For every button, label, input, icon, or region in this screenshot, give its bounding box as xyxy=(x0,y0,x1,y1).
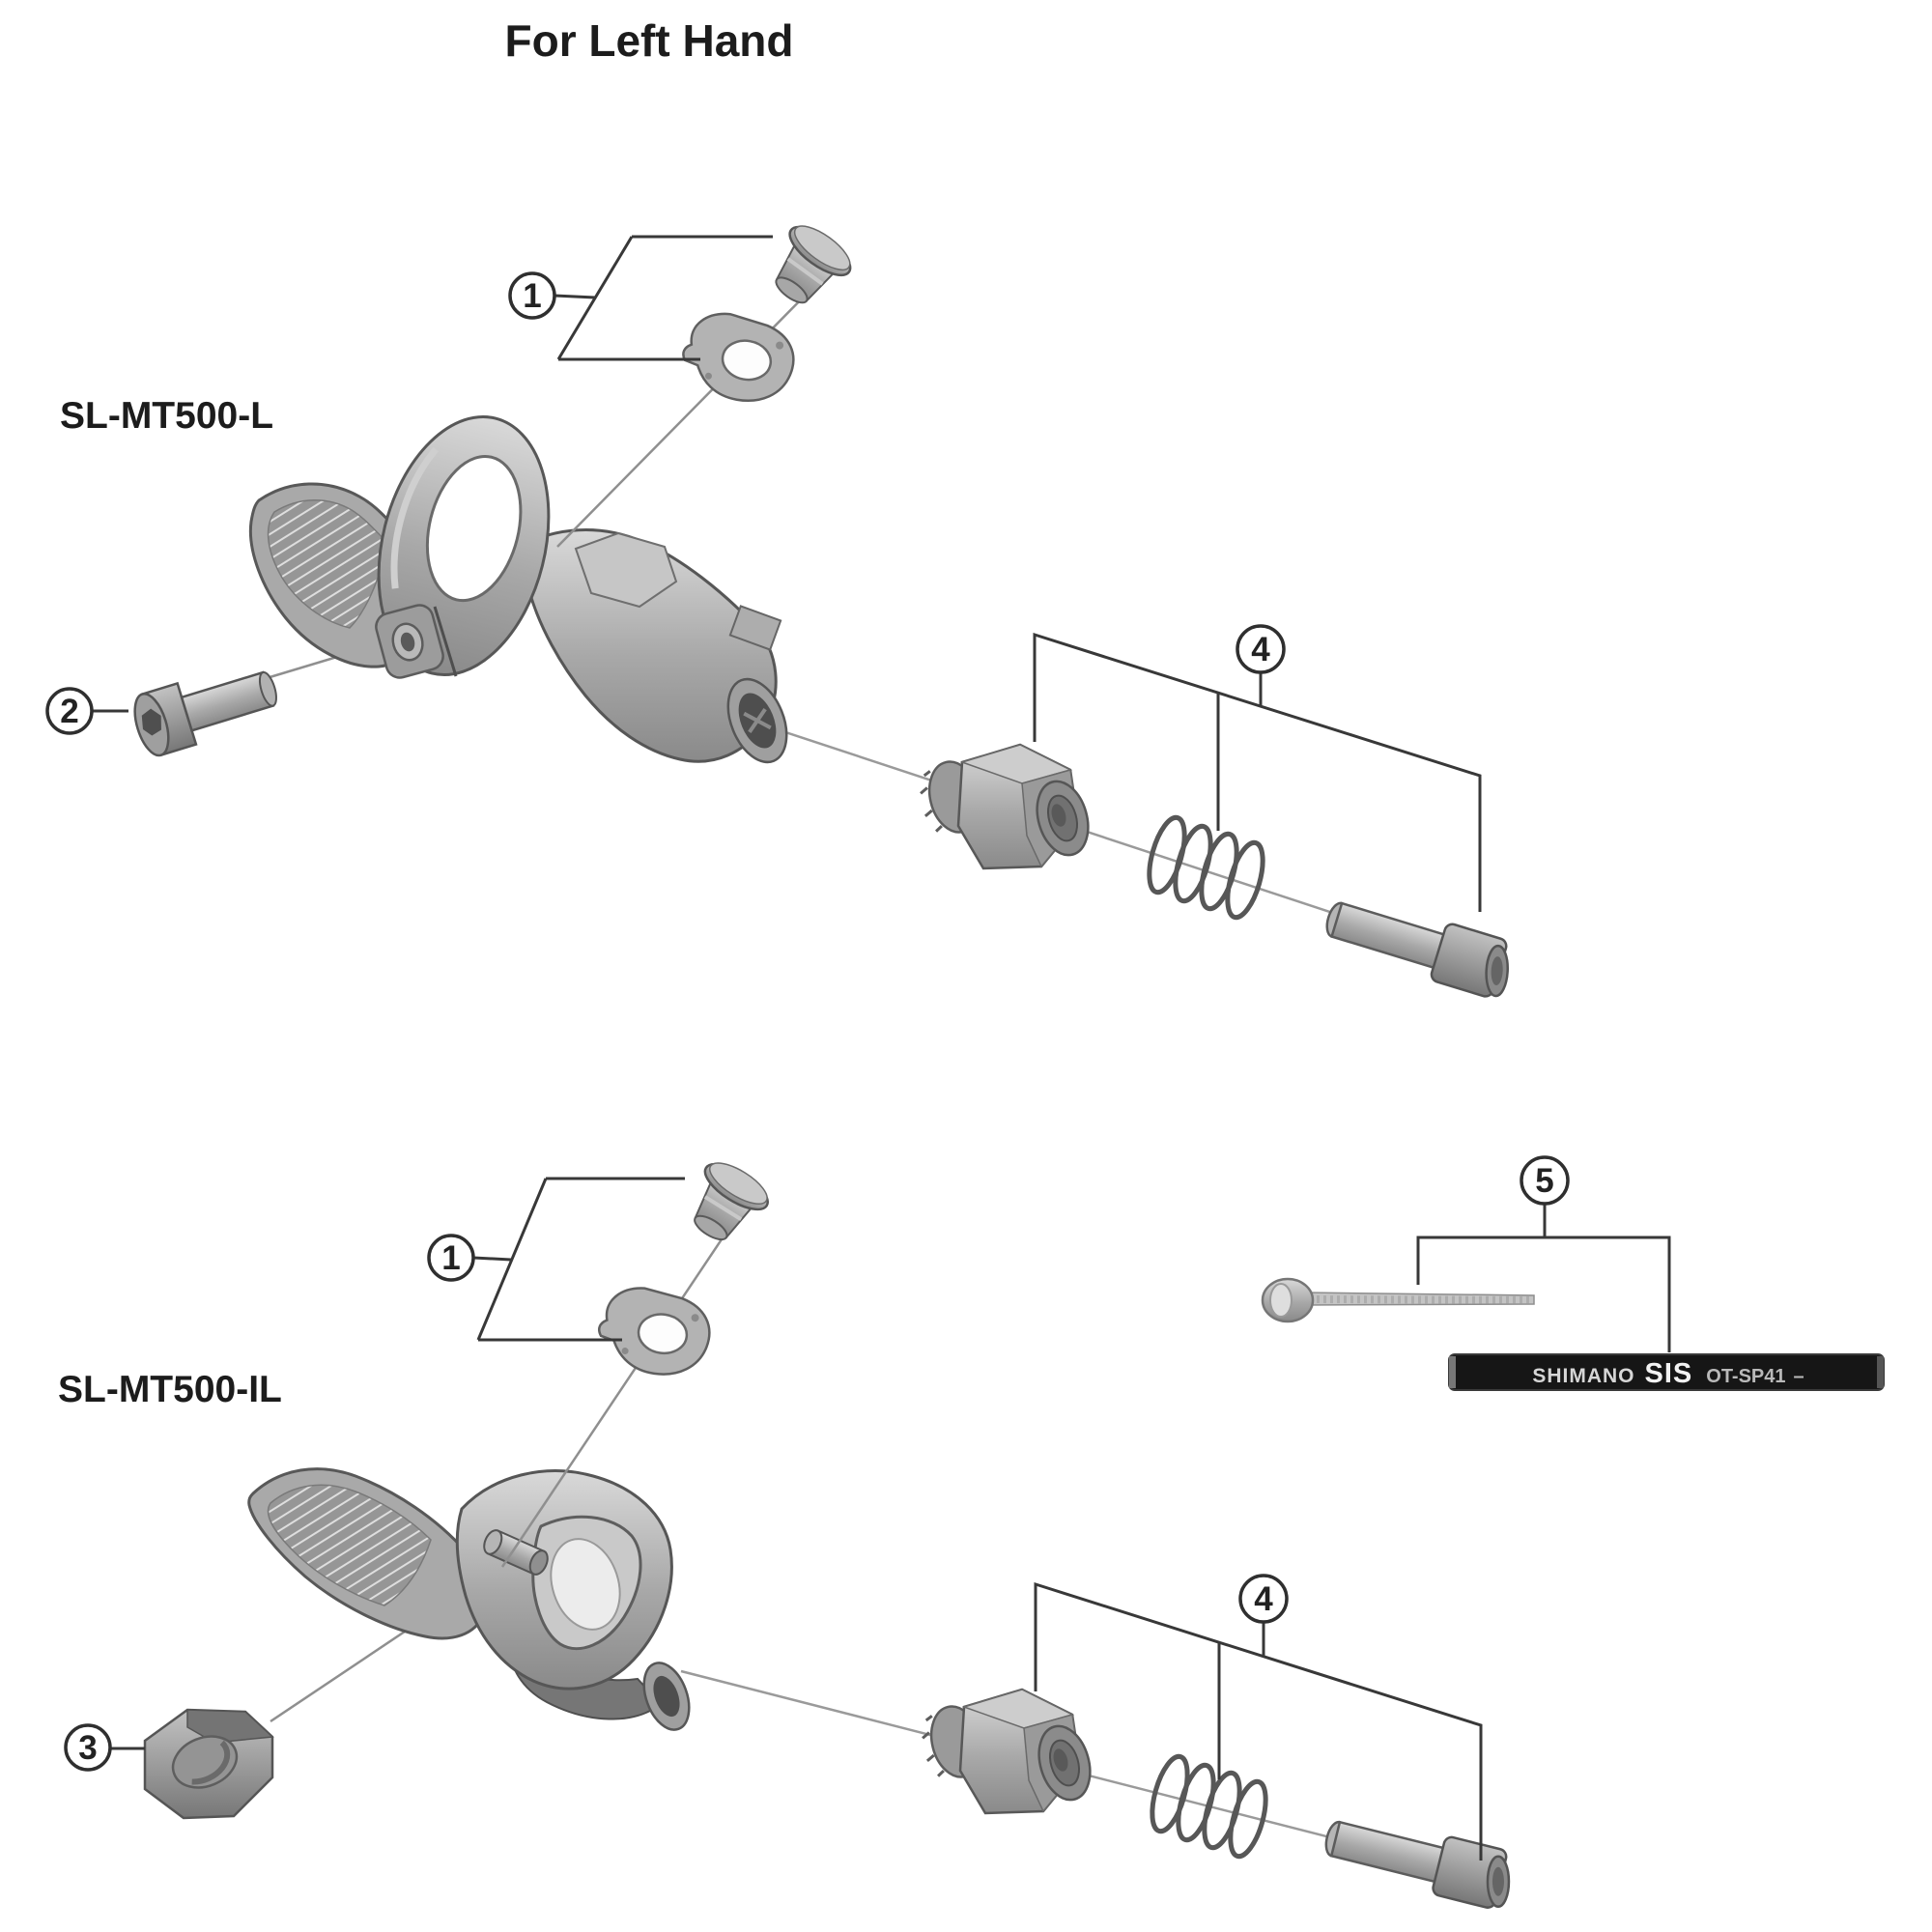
shifter-body-lower xyxy=(455,1469,691,1731)
axis-line-cover-upper xyxy=(556,285,815,548)
callout-4-upper-number: 4 xyxy=(1251,631,1270,668)
callout-5: 5 xyxy=(1520,1155,1570,1206)
bracket-group1-lower xyxy=(472,1177,685,1342)
casing-end-left xyxy=(1449,1356,1456,1388)
body-tab-upper xyxy=(728,605,782,651)
bracket-group1-upper xyxy=(554,235,773,361)
outer-casing: SHIMANO SIS OT-SP41– xyxy=(1448,1353,1885,1391)
callout-3: 3 xyxy=(64,1723,112,1772)
bracket-cable-set xyxy=(1416,1205,1671,1352)
callout-1-lower-number: 1 xyxy=(441,1239,460,1277)
callout-2-number: 2 xyxy=(60,693,78,730)
cable-set: SHIMANO SIS OT-SP41– 5 xyxy=(1261,1155,1885,1391)
clamp-bolt xyxy=(133,670,277,757)
axis-line-cover-lower xyxy=(500,1224,733,1568)
shift-lever-lower xyxy=(247,1467,488,1640)
upper-assembly: 1 2 4 xyxy=(45,216,1523,1004)
body-top-hex-upper xyxy=(574,531,678,609)
cover-bolt-lower xyxy=(674,1151,778,1256)
cover-bolt-upper xyxy=(758,216,859,317)
casing-print: SHIMANO SIS OT-SP41– xyxy=(1532,1358,1804,1389)
lever-grip-texture-upper xyxy=(267,499,389,629)
callout-4-upper: 4 xyxy=(1236,624,1286,674)
cable-exit-lower xyxy=(642,1662,691,1731)
model-label-upper: SL-MT500-L xyxy=(60,395,273,437)
lever-pivot-pin-lower xyxy=(483,1529,549,1576)
cable-end-piece-upper xyxy=(1318,887,1523,1004)
adjuster-spring-upper xyxy=(1143,813,1270,921)
lever-grip-texture-lower xyxy=(267,1484,432,1606)
callout-1-upper: 1 xyxy=(508,271,556,320)
lever-plate-lower xyxy=(592,1281,716,1382)
callout-5-number: 5 xyxy=(1535,1162,1553,1200)
casing-suffix-text: – xyxy=(1794,1366,1804,1387)
callout-1-lower: 1 xyxy=(427,1234,475,1282)
page-title: For Left Hand xyxy=(505,15,794,66)
cable-end-piece-lower xyxy=(1319,1806,1523,1915)
callout-4-lower: 4 xyxy=(1238,1574,1289,1624)
body-window-lower xyxy=(550,1538,621,1631)
callout-1-upper-number: 1 xyxy=(523,277,541,315)
shifter-body-upper xyxy=(522,528,788,764)
clamp-slit-upper xyxy=(433,606,458,677)
callout-2: 2 xyxy=(45,687,94,735)
lower-assembly: 1 3 4 xyxy=(64,1151,1523,1915)
clamp-boss-upper xyxy=(375,604,444,679)
casing-sis-text: SIS xyxy=(1645,1358,1693,1389)
callout-3-number: 3 xyxy=(78,1729,97,1767)
barrel-adjuster-lower xyxy=(914,1688,1100,1815)
casing-brand-text: SHIMANO xyxy=(1532,1365,1634,1387)
casing-end-right xyxy=(1877,1356,1884,1388)
barrel-adjuster-upper xyxy=(912,743,1098,870)
bracket-group4-lower xyxy=(1034,1581,1483,1861)
model-label-lower: SL-MT500-IL xyxy=(58,1369,282,1410)
lever-plate-upper xyxy=(675,305,802,410)
bracket-group4-upper xyxy=(1033,632,1482,912)
cable-exit-upper xyxy=(726,677,788,764)
casing-model-text: OT-SP41 xyxy=(1706,1366,1785,1387)
inner-cable xyxy=(1261,1277,1535,1323)
callout-4-lower-number: 4 xyxy=(1254,1580,1273,1618)
adjuster-spring-lower xyxy=(1146,1752,1273,1860)
clamp-adapter xyxy=(143,1708,274,1820)
